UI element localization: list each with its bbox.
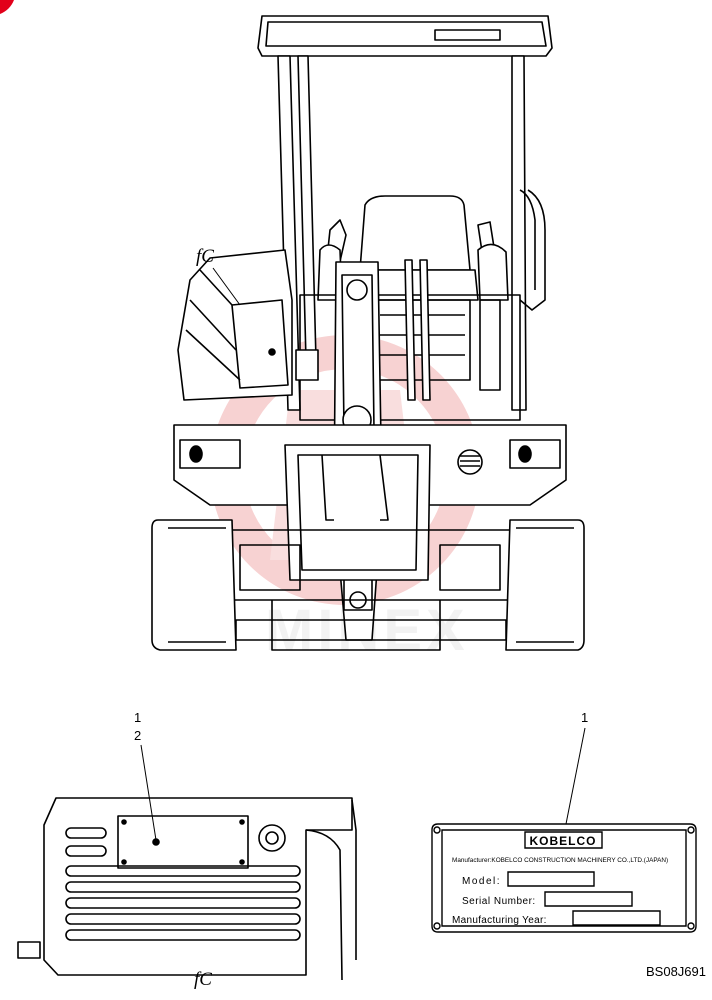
plate-field-year-label: Manufacturing Year: — [452, 915, 547, 926]
plate-field-serial-label: Serial Number: — [462, 896, 536, 907]
callout-right-1: 1 — [581, 710, 588, 725]
callout-left-2: 2 — [134, 728, 141, 743]
callout-left-leader — [140, 744, 157, 841]
plate-field-model-label: Model: — [462, 876, 501, 887]
corner-marker — [0, 0, 14, 14]
view-label-top: fC — [196, 246, 214, 267]
callout-left-1: 1 — [134, 710, 141, 725]
name-plate — [431, 823, 697, 933]
cover-panel-detail — [17, 797, 357, 981]
plate-brand: KOBELCO — [530, 834, 597, 848]
drawing-code: BS08J691 — [646, 964, 706, 979]
plate-manufacturer: Manufacturer:KOBELCO CONSTRUCTION MACHIN… — [452, 857, 668, 864]
callout-right-leader — [565, 727, 586, 825]
view-leader-top — [212, 267, 241, 306]
machine-drawing — [151, 15, 585, 651]
view-label-bottom: fC — [194, 969, 212, 990]
